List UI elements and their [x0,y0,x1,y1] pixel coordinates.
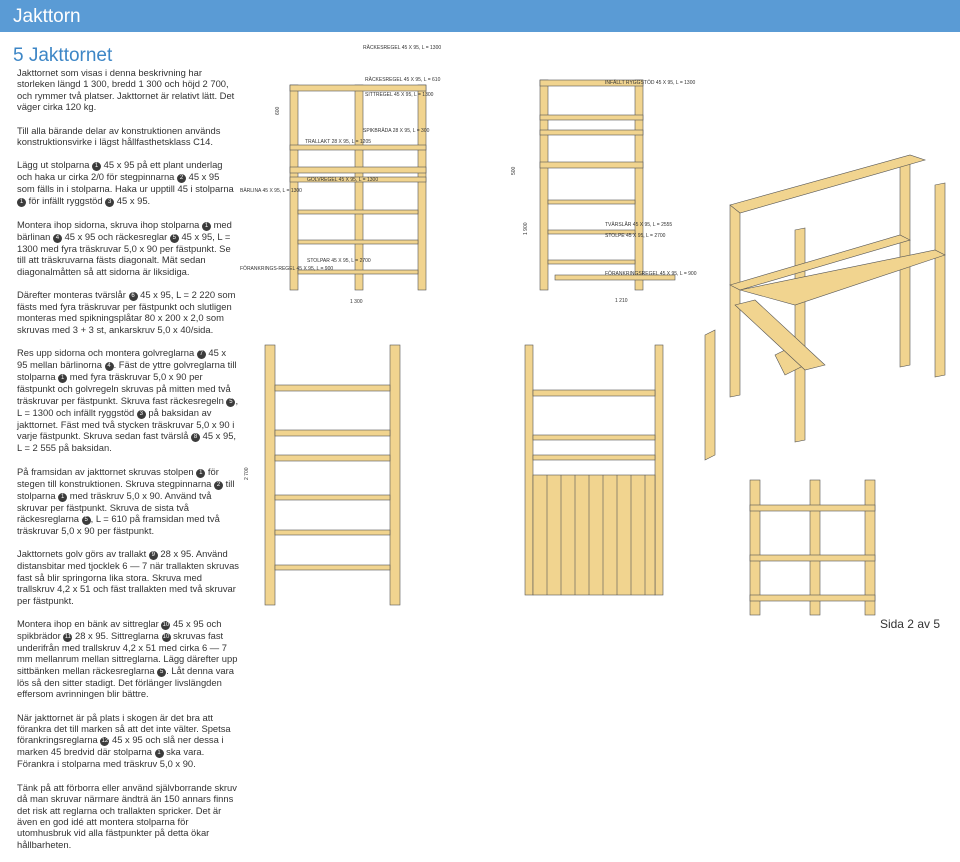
part-number-badge: 5 [169,233,179,243]
instruction-paragraph: Lägg ut stolparna 1 45 x 95 på ett plant… [17,159,239,207]
label-trallakt: TRALLAKT 28 X 95, L = 1205 [305,139,371,145]
instruction-paragraph: Montera ihop en bänk av sittreglar 10 45… [17,618,239,700]
paragraph-text: 45 x 95 mellan bärlinorna [17,347,227,371]
part-number-badge: 8 [191,433,201,443]
label-front-forankring: FÖRANKRINGSREGEL 45 X 95, L = 900 [605,270,697,277]
part-number-badge: 10 [161,632,171,642]
paragraph-text: Till alla bärande delar av konstruktione… [17,124,221,148]
dim-1300: 1 300 [350,299,363,305]
instruction-paragraph: När jakttornet är på plats i skogen är d… [17,712,239,770]
part-number-badge: 12 [100,737,110,747]
paragraph-text: 45 x 95, L = 2 555 på baksidan. [17,430,237,454]
part-number-badge: 4 [104,362,114,372]
paragraph-text: 45 x 95, L = 2 220 som fästs med fyra tr… [17,289,236,335]
dim-1210: 1 210 [615,298,628,304]
paragraph-text: 28 x 95. Sittreglarna [72,629,162,641]
paragraph-text: med bärlinan [17,218,232,242]
instruction-paragraph: Res upp sidorna och montera golvreglarna… [17,347,239,453]
label-spikbrada: SPIKBRÄDA 28 X 95, L = 300 [363,127,430,134]
paragraph-text: Jakttornet som visas i denna beskrivning… [17,67,235,113]
side-view-lower-drawing [264,344,401,606]
part-number-badge: 10 [161,620,171,630]
paragraph-text: , L = 1300 och infällt ryggstöd [17,394,239,418]
part-number-badge: 9 [148,551,158,561]
part-number-badge: 1 [58,374,68,384]
instruction-paragraph: Tänk på att förborra eller använd självb… [17,782,239,850]
part-number-badge: 2 [177,174,186,184]
dim-1900: 1 900 [523,222,529,235]
isometric-lower-drawing [749,479,876,616]
part-number-badge: 1 [58,492,68,502]
section-title: 5 Jakttornet [13,45,113,66]
label-front-stolpe: STOLPE 45 X 95, L = 2700 [605,233,666,239]
paragraph-text: Jakttornets golv görs av trallakt [17,548,149,560]
front-view-lower-drawing [524,344,664,596]
part-number-badge: 5 [226,397,236,407]
instruction-paragraph: Till alla bärande delar av konstruktione… [17,125,239,148]
front-view-drawing [539,79,676,291]
part-number-badge: 6 [128,292,138,302]
part-number-badge: 4 [52,233,62,243]
paragraph-text: Lägg ut stolparna [17,159,93,171]
label-front-ryggstod: INFÄLLT RYGGSTÖD 45 X 95, L = 1300 [605,79,695,86]
part-number-badge: 1 [92,162,102,172]
paragraph-text: 28 x 95. Använd distansbitar med tjockle… [17,548,239,606]
part-number-badge: 1 [202,221,212,231]
part-number-badge: 3 [136,409,146,419]
isometric-drawing [704,154,946,461]
part-number-badge: 3 [105,197,115,207]
label-forankring: FÖRANKRINGS-REGEL 45 X 95, L = 900 [240,265,333,272]
dim-600: 600 [275,106,281,115]
paragraph-text: Montera ihop en bänk av sittreglar [17,617,162,629]
label-side-top: RÄCKESREGEL 45 X 95, L = 1300 [363,44,441,51]
paragraph-text: med träskruv 5,0 x 90. Använd två skruva… [17,489,212,524]
paragraph-text: med fyra träskruvar 5,0 x 90 per fästpun… [17,371,231,406]
label-sittregel: SITTREGEL 45 X 95, L = 1300 [365,92,434,98]
construction-drawings: RÄCKESREGEL 45 X 95, L = 1300 RÄCKESREGE… [240,44,946,616]
paragraph-text: På framsidan av jakttornet skruvas stolp… [17,465,197,477]
paragraph-text: 45 x 95, L = 1300 med fyra träskruvar 5,… [17,230,231,277]
part-number-badge: 2 [214,480,223,490]
paragraph-text: Tänk på att förborra eller använd självb… [17,781,237,850]
part-number-badge: 7 [196,350,206,360]
label-golvregel: GOLVREGEL 45 X 95, L = 1300 [307,177,378,183]
part-number-badge: 5 [157,667,167,677]
paragraph-text: 45 x 95 som fälls in i stolparna. Haka u… [17,171,234,195]
paragraph-text: Montera ihop sidorna, skruva ihop stolpa… [17,218,203,230]
side-view-drawing [289,84,427,291]
label-front-tvarsla: TVÄRSLÅR 45 X 95, L = 2555 [605,221,672,228]
dim-2700: 2 700 [244,467,250,480]
paragraph-text: till stolparna [17,477,235,501]
paragraph-text: 45 x 95 på ett plant underlag och haka u… [17,159,223,183]
paragraph-text: . Fäst de yttre golvreglarna till stolpa… [17,359,237,383]
instruction-paragraph: Jakttornets golv görs av trallakt 9 28 x… [17,548,239,606]
header-title: Jakttorn [13,6,81,27]
label-stolpar: STOLPAR 45 X 95, L = 2700 [307,258,371,264]
paragraph-text: för infällt ryggstöd [26,194,106,206]
page-number: Sida 2 av 5 [879,617,940,631]
instruction-paragraph: Därefter monteras tvärslår 6 45 x 95, L … [17,289,239,335]
paragraph-text: Res upp sidorna och montera golvreglarna [17,347,197,359]
paragraph-text: på baksidan av jakttornet. Fäst med två … [17,406,235,442]
paragraph-text: Därefter monteras tvärslår [17,289,129,301]
paragraph-text: 45 x 95 och räckesreglar [61,230,170,242]
instruction-paragraph: Montera ihop sidorna, skruva ihop stolpa… [17,219,239,277]
part-number-badge: 5 [81,515,91,525]
paragraph-text: 45 x 95. [114,194,151,206]
instruction-paragraph: På framsidan av jakttornet skruvas stolp… [17,466,239,537]
paragraph-text: , L = 610 på framsidan med två träskruva… [17,512,220,536]
paragraph-text: för stegen till konstruktionen. Skruva s… [17,465,219,489]
part-number-badge: 1 [196,468,206,478]
instruction-paragraph: Jakttornet som visas i denna beskrivning… [17,67,239,113]
label-side-610: RÄCKESREGEL 45 X 95, L = 610 [365,76,441,83]
part-number-badge: 1 [17,197,26,207]
part-number-badge: 1 [154,749,164,759]
dim-500: 500 [511,166,517,175]
label-barlina: BÄRLINA 45 X 95, L = 1300 [240,187,302,194]
instructions-column: Jakttornet som visas i denna beskrivning… [17,67,239,862]
header-bar: Jakttorn [0,0,960,32]
